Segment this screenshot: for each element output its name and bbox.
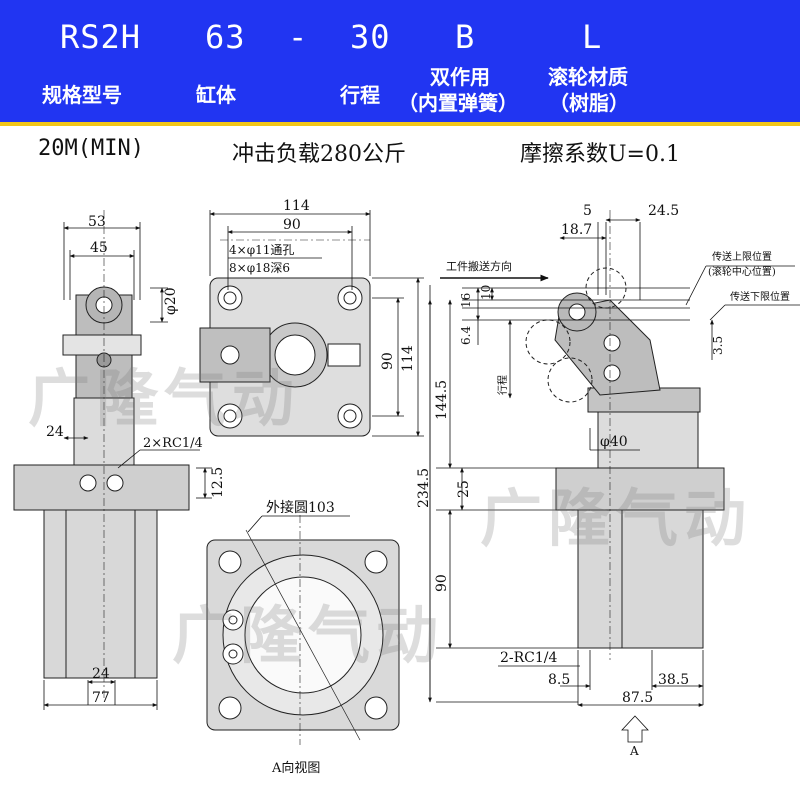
min-stroke-spec: 20M(MIN)	[38, 136, 144, 161]
dim-24-top: 24	[46, 424, 64, 440]
side-view	[13, 210, 190, 700]
model-label: 规格型号	[42, 83, 122, 107]
view-a-caption: A向视图	[271, 760, 320, 776]
dim-144-5: 144.5	[434, 380, 450, 420]
upper-limit-label: 传送上限位置	[712, 250, 772, 263]
roller-center-label: (滚轮中心位置)	[708, 265, 776, 278]
dim-12-5: 12.5	[210, 467, 226, 498]
dim-87-5: 87.5	[622, 690, 653, 706]
roller-label-line2: （树脂）	[549, 91, 629, 115]
dim-5: 5	[583, 203, 592, 219]
dim-10: 10	[479, 285, 493, 300]
front-view	[525, 210, 725, 660]
bottom-view-a	[206, 515, 400, 745]
dim-phi20: φ20	[163, 287, 179, 315]
dim-8-5: 8.5	[548, 672, 570, 688]
bore-label: 缸体	[196, 83, 236, 107]
dim-6-4: 6.4	[459, 326, 473, 345]
stroke-label-drawing: 行程	[496, 375, 509, 395]
separator-dash: -	[288, 18, 309, 56]
impact-load-spec: 冲击负载280公斤	[232, 142, 406, 167]
top-view	[199, 239, 371, 437]
view-a-letter: A	[629, 744, 639, 758]
dim-90-width: 90	[283, 217, 301, 233]
bore-code: 63	[205, 18, 246, 56]
technical-drawing: 53 45 φ20 24 2×RC1/4 12.5 24 77 114 90	[13, 198, 800, 776]
dim-45: 45	[90, 240, 108, 256]
lower-limit-label: 传送下限位置	[730, 290, 790, 303]
dim-90-height: 90	[380, 352, 396, 370]
dim-114-height: 114	[400, 345, 416, 372]
friction-spec: 摩擦系数U=0.1	[520, 142, 680, 167]
conveying-direction: 工件搬送方向	[446, 259, 512, 273]
circumscribed-circle-label: 外接圆103	[266, 499, 335, 516]
dim-25: 25	[456, 480, 472, 498]
dim-234-5: 234.5	[416, 468, 432, 508]
side-flange	[13, 464, 190, 511]
roller-label-line1: 滚轮材质	[548, 65, 628, 89]
stroke-label: 行程	[340, 83, 380, 107]
action-label-line1: 双作用	[430, 65, 490, 89]
roller-code: L	[582, 18, 603, 56]
dim-rc-front: 2-RC1/4	[500, 650, 558, 666]
front-flange	[555, 467, 725, 511]
action-code: B	[455, 18, 476, 56]
dim-24-bottom: 24	[92, 666, 110, 682]
dim-16: 16	[459, 293, 473, 308]
side-view-dims	[43, 222, 212, 710]
spec-header-bar: RS2H 63 - 30 B L 规格型号 缸体 行程 双作用 （内置弹簧） 滚…	[0, 0, 800, 126]
holes-counterbore: 8×φ18深6	[229, 261, 290, 275]
holes-through: 4×φ11通孔	[229, 243, 294, 257]
side-cylinder-body	[43, 509, 158, 679]
front-cylinder-body	[577, 509, 704, 649]
dim-77: 77	[92, 690, 110, 706]
dim-38-5: 38.5	[658, 672, 689, 688]
dim-phi40: φ40	[600, 434, 628, 450]
action-label-line2: （内置弹簧）	[398, 91, 518, 115]
dim-rc-side: 2×RC1/4	[143, 436, 203, 451]
dim-24-5: 24.5	[648, 203, 679, 219]
dim-18-7: 18.7	[561, 222, 592, 238]
stroke-code: 30	[350, 18, 391, 56]
dim-3-5: 3.5	[711, 336, 725, 355]
dim-114-width: 114	[283, 198, 310, 214]
dim-90-front: 90	[434, 574, 450, 592]
dim-53: 53	[88, 214, 106, 230]
view-arrow-a	[621, 715, 649, 743]
model-code: RS2H	[60, 18, 142, 56]
